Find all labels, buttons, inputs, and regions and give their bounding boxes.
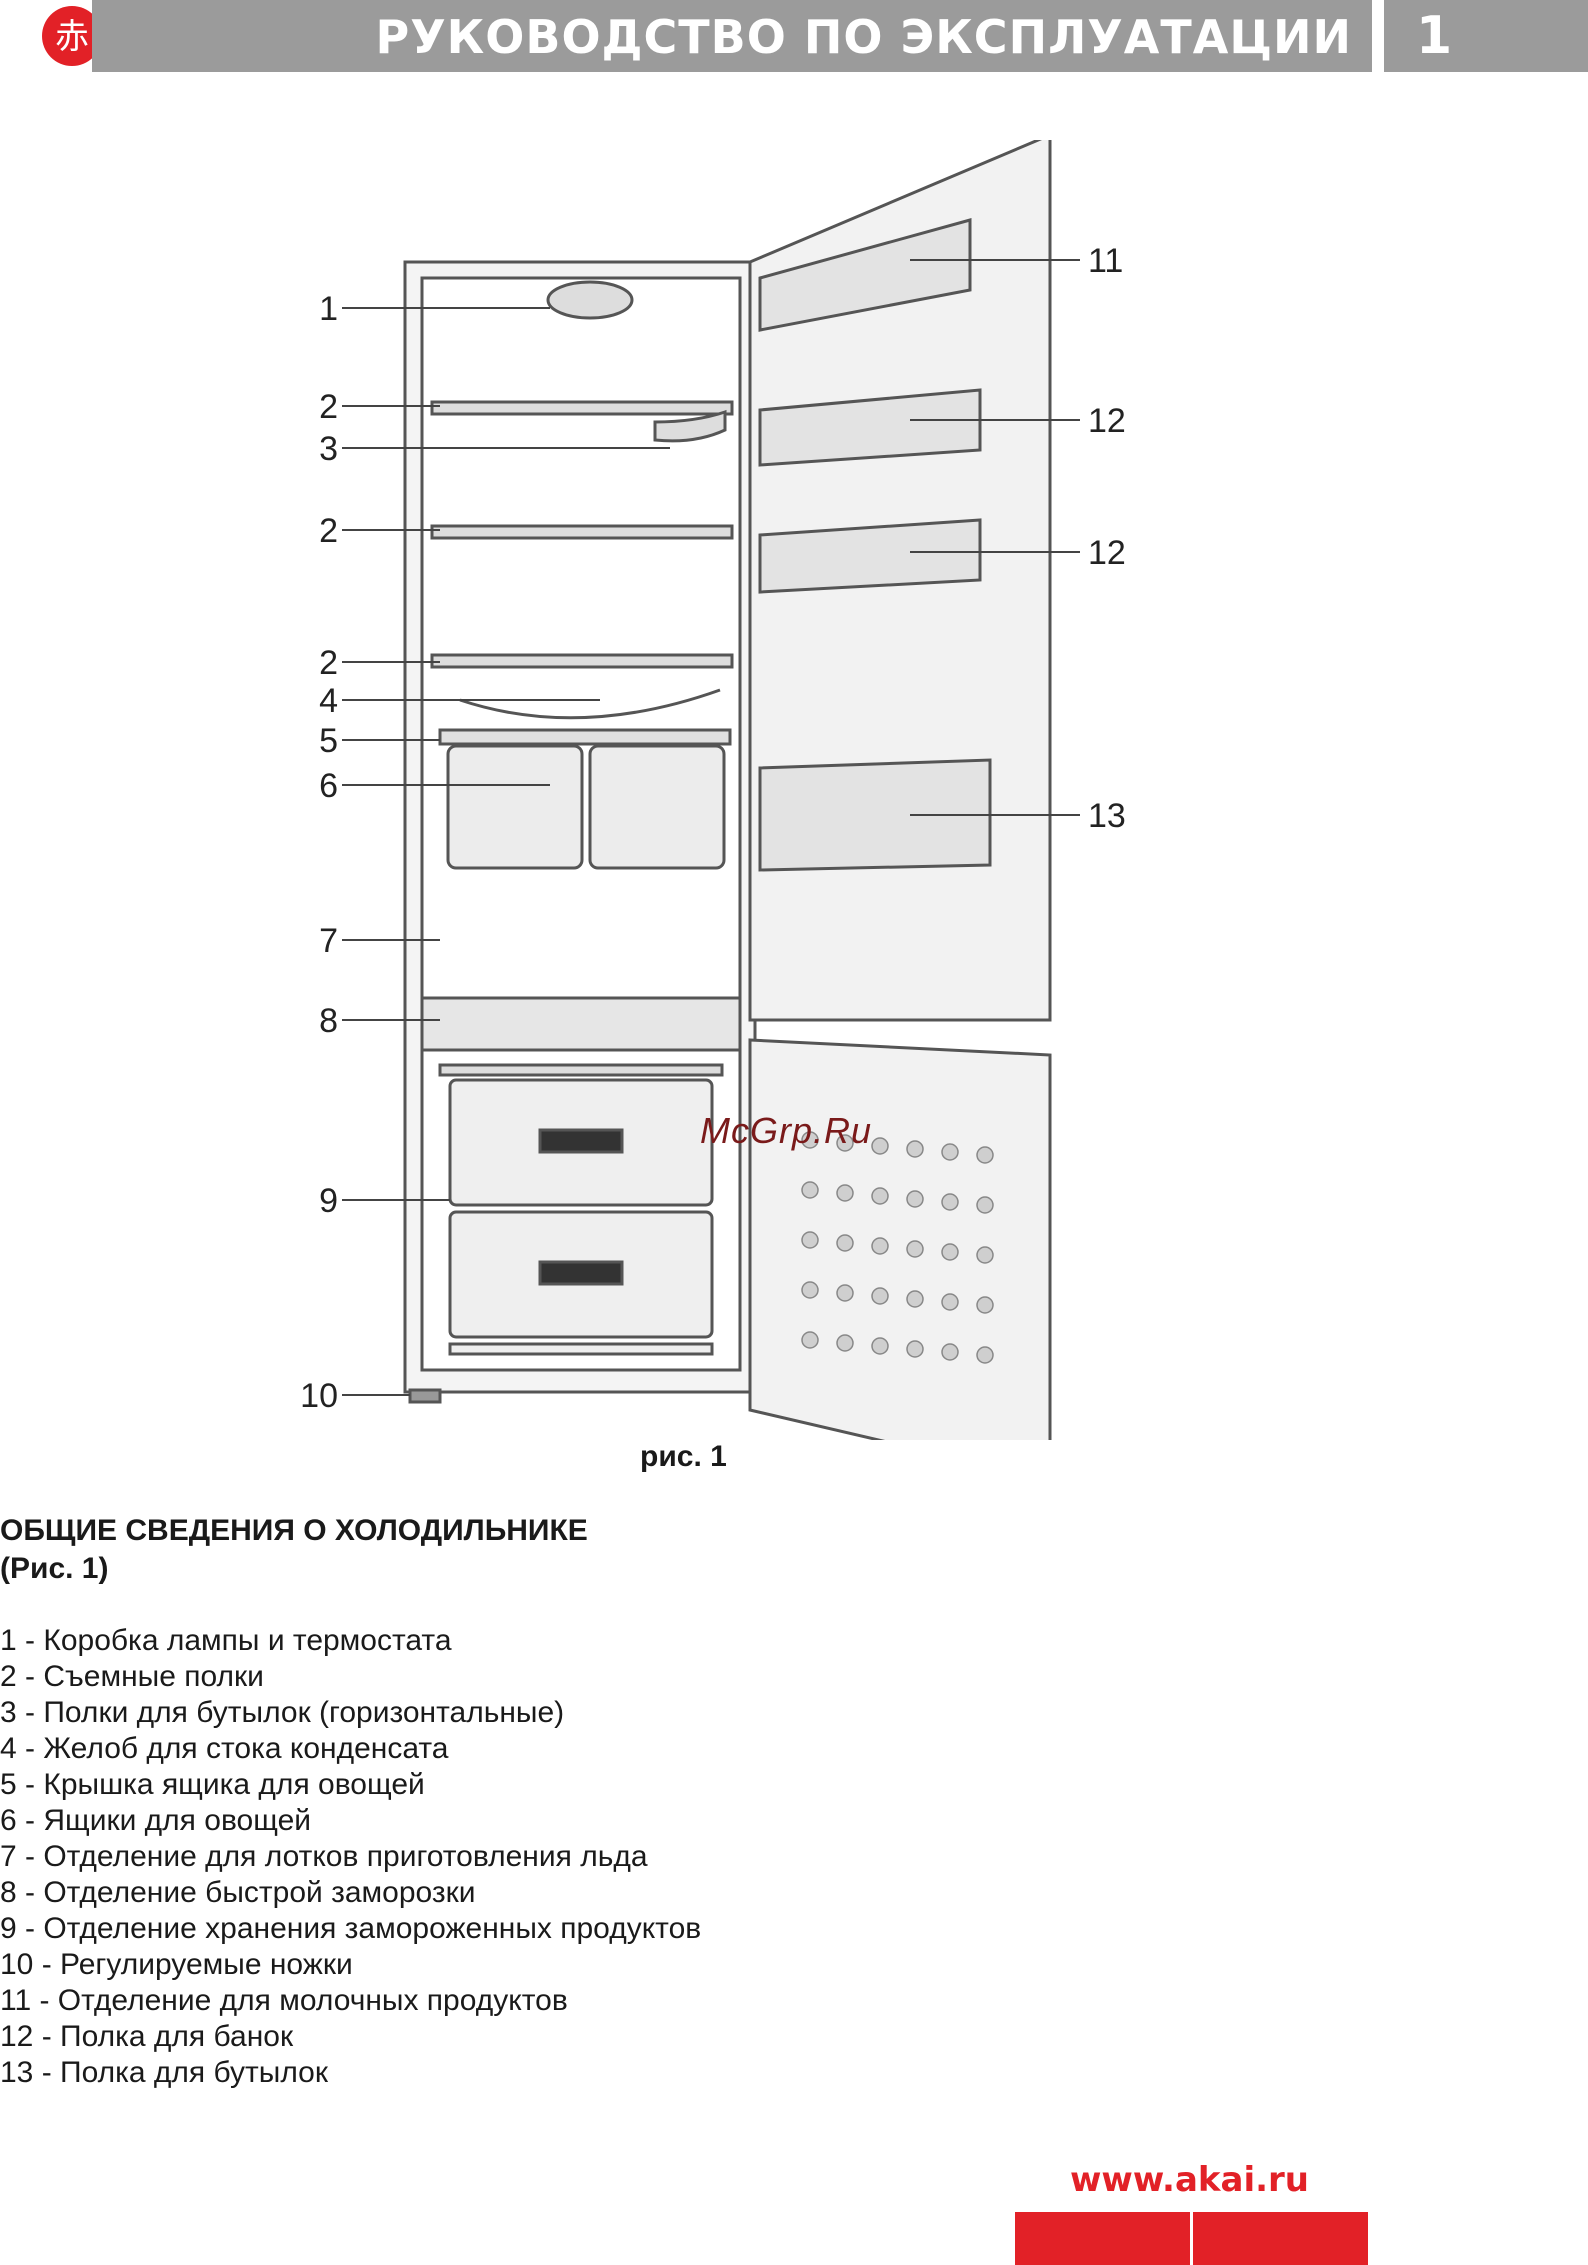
fridge-compartment xyxy=(420,276,742,1000)
callout-11: 11 xyxy=(1088,242,1123,280)
header-bar: РУКОВОДСТВО ПО ЭКСПЛУАТАЦИИ xyxy=(92,0,1372,72)
list-item: 5 - Крышка ящика для овощей xyxy=(0,1768,425,1801)
callout-9: 9 xyxy=(319,1182,338,1220)
list-item: 1 - Коробка лампы и термостата xyxy=(0,1624,452,1657)
callout-6: 6 xyxy=(319,767,338,805)
footer-block-left xyxy=(1015,2212,1190,2265)
callout-2b: 2 xyxy=(319,512,338,550)
figure-caption: рис. 1 xyxy=(640,1440,727,1473)
freezer-door-pattern xyxy=(801,1131,994,1364)
crisper-drawer-left xyxy=(446,744,584,870)
section-heading-title: ОБЩИЕ СВЕДЕНИЯ О ХОЛОДИЛЬНИКЕ xyxy=(0,1514,588,1547)
website-link[interactable]: www.akai.ru xyxy=(1070,2160,1310,2200)
callout-2a: 2 xyxy=(319,388,338,426)
removable-shelf-1 xyxy=(430,400,734,416)
list-item: 11 - Отделение для молочных продуктов xyxy=(0,1984,568,2017)
bottle-door-shelf xyxy=(758,758,992,872)
list-item: 13 - Полка для бутылок xyxy=(0,2056,328,2089)
list-item: 12 - Полка для банок xyxy=(0,2020,294,2053)
list-item: 10 - Регулируемые ножки xyxy=(0,1948,353,1981)
fridge-diagram: 1 2 3 2 2 4 5 6 7 8 9 10 11 12 12 13 xyxy=(300,140,1126,1440)
callout-1: 1 xyxy=(319,290,338,328)
condensate-channel xyxy=(459,688,721,720)
callout-2c: 2 xyxy=(319,644,338,682)
dairy-compartment xyxy=(758,218,972,332)
crisper-cover xyxy=(438,728,732,746)
callout-4: 4 xyxy=(319,682,338,720)
manual-title: РУКОВОДСТВО ПО ЭКСПЛУАТАЦИИ xyxy=(375,10,1352,64)
callout-8: 8 xyxy=(319,1002,338,1040)
crisper-drawer-right xyxy=(588,744,726,870)
freezer-door xyxy=(748,1038,1052,1440)
callout-12a: 12 xyxy=(1088,402,1126,440)
svg-text:赤: 赤 xyxy=(55,17,89,57)
page-number: 1 xyxy=(1416,6,1453,66)
list-item: 4 - Желоб для стока конденсата xyxy=(0,1732,449,1765)
compartment-divider xyxy=(420,996,742,1052)
jar-shelf-1 xyxy=(758,388,982,467)
removable-shelf-3 xyxy=(430,653,734,669)
callout-leaders xyxy=(342,259,1080,1396)
list-item: 9 - Отделение хранения замороженных прод… xyxy=(0,1912,702,1945)
parts-list: 1 - Коробка лампы и термостата 2 - Съемн… xyxy=(0,1623,701,2091)
callout-3: 3 xyxy=(319,430,338,468)
right-callouts: 11 12 12 13 xyxy=(1088,242,1126,835)
section-heading-ref: (Рис. 1) xyxy=(0,1552,109,1585)
freezer-drawer-3 xyxy=(448,1342,714,1356)
list-item: 7 - Отделение для лотков приготовления л… xyxy=(0,1840,648,1873)
callout-12b: 12 xyxy=(1088,534,1126,572)
list-item: 3 - Полки для бутылок (горизонтальные) xyxy=(0,1696,565,1729)
adjustable-feet xyxy=(408,1388,442,1404)
footer-block-right xyxy=(1193,2212,1368,2265)
list-item: 8 - Отделение быстрой заморозки xyxy=(0,1876,476,1909)
callout-10: 10 xyxy=(300,1377,338,1415)
page-header: 赤 РУКОВОДСТВО ПО ЭКСПЛУАТАЦИИ 1 xyxy=(0,0,1588,75)
page-number-box: 1 xyxy=(1384,0,1588,72)
ice-tray-compartment xyxy=(438,1063,724,1077)
lamp-box xyxy=(546,280,634,320)
callout-7: 7 xyxy=(319,922,338,960)
watermark-text: McGrp.Ru xyxy=(700,1110,873,1151)
list-item: 6 - Ящики для овощей xyxy=(0,1804,312,1837)
callout-5: 5 xyxy=(319,722,338,760)
callout-13: 13 xyxy=(1088,797,1126,835)
left-callouts: 1 2 3 2 2 4 5 6 7 8 9 10 xyxy=(300,290,338,1415)
section-heading: ОБЩИЕ СВЕДЕНИЯ О ХОЛОДИЛЬНИКЕ (Рис. 1) xyxy=(0,1512,588,1588)
removable-shelf-2 xyxy=(430,524,734,540)
akai-logo-icon: 赤 xyxy=(42,6,102,66)
bottle-shelf xyxy=(653,409,727,443)
list-item: 2 - Съемные полки xyxy=(0,1660,264,1693)
jar-shelf-2 xyxy=(758,518,982,594)
